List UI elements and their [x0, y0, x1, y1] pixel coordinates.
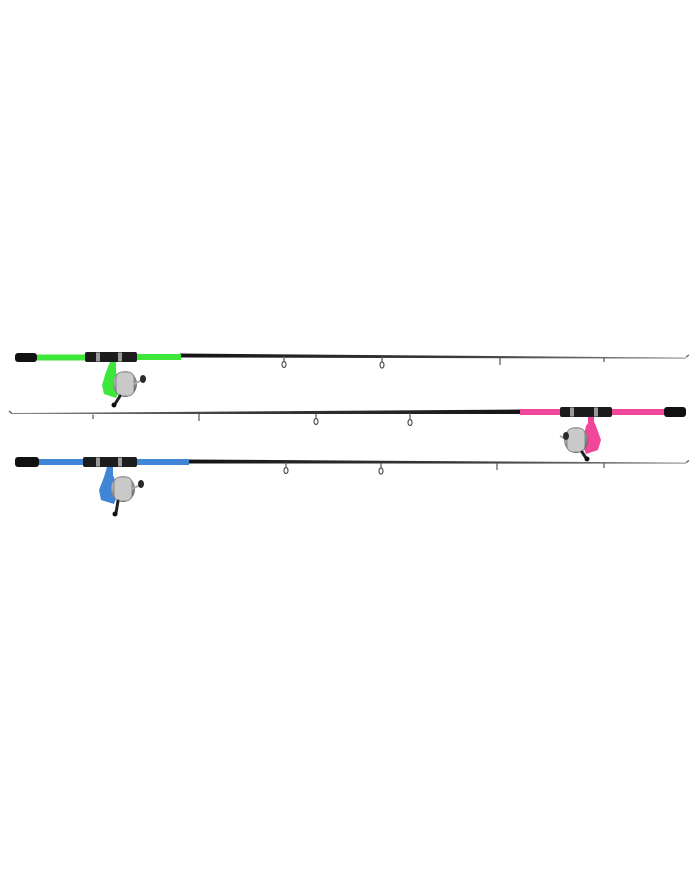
spinning-reel [559, 417, 601, 462]
handle-accent [612, 409, 664, 415]
reel-seat [85, 352, 137, 362]
fore-grip-accent [137, 354, 181, 360]
rear-grip [15, 353, 37, 362]
fore-grip-accent [137, 459, 189, 465]
rod-blank [180, 353, 686, 359]
rod-blank [188, 459, 686, 464]
rod-blank [12, 409, 520, 414]
fore-grip-accent [520, 409, 560, 415]
rod-guides [8, 410, 413, 427]
reel-seat [83, 457, 137, 467]
blue-spinning-rod-combo [15, 457, 690, 517]
rear-grip [664, 407, 686, 417]
handle-accent [37, 354, 85, 361]
rear-grip [15, 457, 39, 467]
rod-guides [283, 460, 690, 475]
handle-accent [39, 459, 83, 465]
rod-guides [281, 354, 690, 369]
reel-seat [560, 407, 612, 417]
green-spinning-rod-combo [15, 352, 690, 408]
pink-spinning-rod-combo [8, 407, 686, 462]
spinning-reel [102, 362, 146, 408]
spinning-reel [99, 467, 144, 517]
